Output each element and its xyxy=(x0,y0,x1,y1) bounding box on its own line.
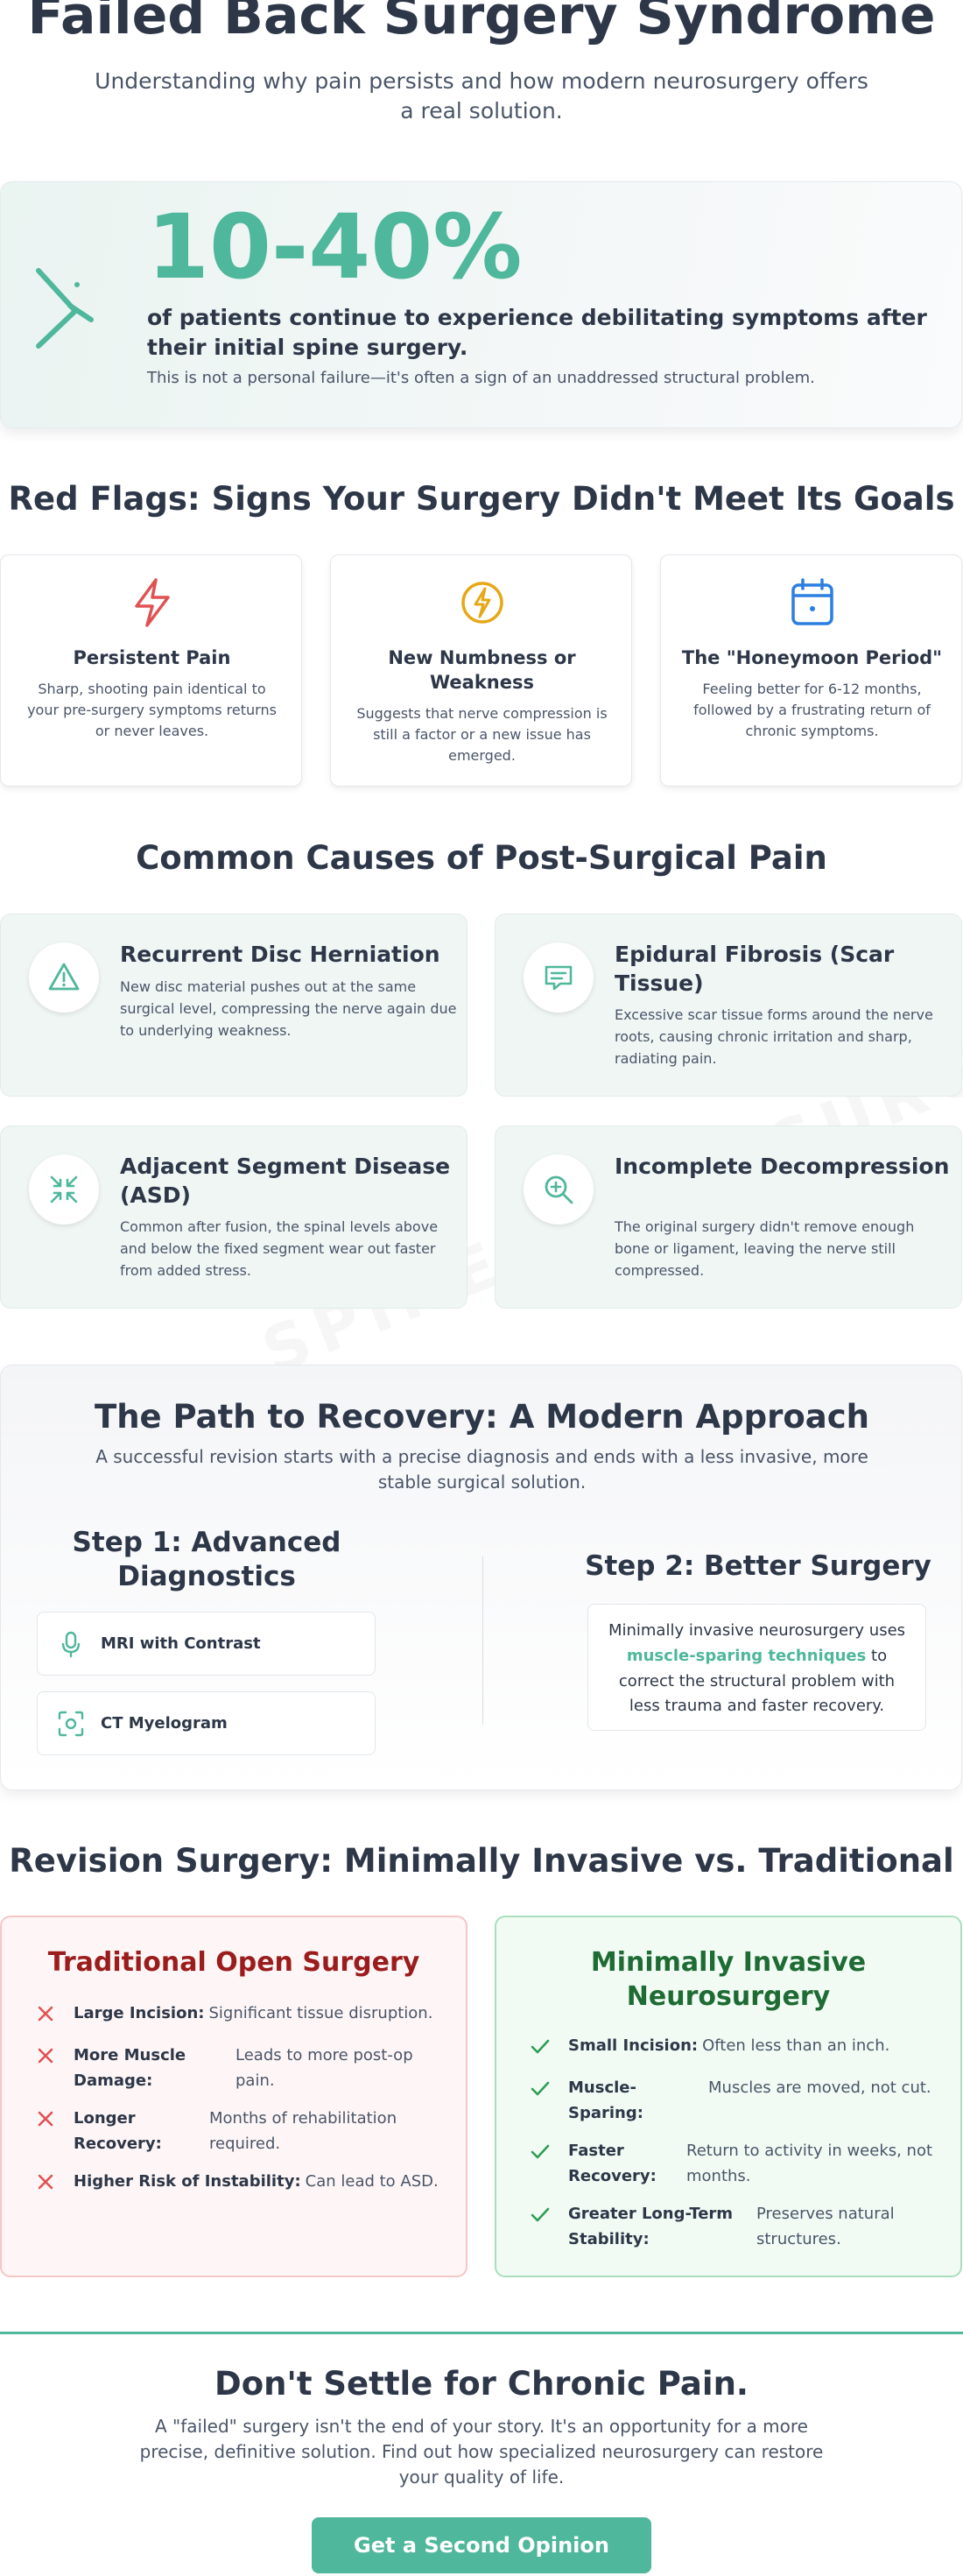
cause-card-recurrent-disc: Recurrent Disc Herniation New disc mater… xyxy=(0,914,467,1097)
flag-card-persistent-pain: Persistent Pain Sharp, shooting pain ide… xyxy=(0,554,302,787)
step1-title: Step 1: Advanced Diagnostics xyxy=(72,1527,341,1592)
item-value: Return to activity in weeks, not months. xyxy=(686,2142,933,2185)
check-icon xyxy=(531,2081,550,2096)
zoom-in-icon xyxy=(545,1175,573,1204)
x-icon xyxy=(38,2048,53,2064)
recovery-title: The Path to Recovery: A Modern Approach xyxy=(94,1398,870,1436)
diagnostic-label: CT Myelogram xyxy=(101,1714,228,1733)
comparison-title: Revision Surgery: Minimally Invasive vs.… xyxy=(9,1842,954,1880)
stat-card xyxy=(0,181,962,428)
cta-subtitle: A "failed" surgery isn't the end of your… xyxy=(139,2416,824,2488)
x-icon xyxy=(38,2111,53,2127)
item-value: Can lead to ASD. xyxy=(305,2172,439,2191)
compress-arrows-icon xyxy=(50,1175,78,1203)
item-key: Higher Risk of Instability: xyxy=(74,2172,301,2191)
cause-icon-wrap xyxy=(29,1154,99,1224)
flag-title: Persistent Pain xyxy=(73,647,231,668)
step2-text: Minimally invasive neurosurgery uses xyxy=(608,1621,906,1640)
cause-card-incomplete-decompression: Incomplete Decompression The original su… xyxy=(495,1126,962,1309)
traditional-surgery-card: Traditional Open Surgery Large Incision:… xyxy=(0,1916,467,2277)
item-value: Preserves natural structures. xyxy=(756,2205,895,2248)
cause-card-asd: Adjacent Segment Disease (ASD) Common af… xyxy=(0,1126,467,1309)
flag-desc: Sharp, shooting pain identical to your p… xyxy=(27,681,277,739)
item-key: Longer Recovery: xyxy=(74,2109,162,2153)
step2-title: Step 2: Better Surgery xyxy=(585,1550,931,1582)
traditional-title: Traditional Open Surgery xyxy=(47,1947,420,1978)
stat-number: 10-40% xyxy=(147,195,523,300)
microphone-icon xyxy=(61,1631,81,1658)
item-key: Faster Recovery: xyxy=(568,2142,657,2185)
cta-divider xyxy=(0,2332,963,2334)
causes-title: Common Causes of Post-Surgical Pain xyxy=(136,839,827,877)
cause-desc: The original surgery didn't remove enoug… xyxy=(615,1218,915,1279)
cta-title: Don't Settle for Chronic Pain. xyxy=(214,2365,749,2403)
minimally-invasive-card: Minimally Invasive Neurosurgery Small In… xyxy=(495,1916,962,2277)
diagnostic-label: MRI with Contrast xyxy=(101,1634,261,1653)
item-key: More Muscle Damage: xyxy=(74,2046,186,2090)
numbness-icon xyxy=(461,582,503,624)
x-icon xyxy=(38,2006,53,2022)
flag-desc: Feeling better for 6-12 months, followed… xyxy=(693,681,931,739)
diagnostic-mri: MRI with Contrast xyxy=(37,1612,376,1676)
message-icon xyxy=(545,965,573,991)
check-icon xyxy=(531,2144,550,2159)
item-value: Significant tissue disruption. xyxy=(208,2004,433,2022)
broken-spine-icon xyxy=(36,268,94,349)
check-icon xyxy=(531,2207,550,2222)
item-value: Often less than an inch. xyxy=(702,2036,890,2055)
cause-title: Incomplete Decompression xyxy=(615,1154,950,1179)
stat-headline: of patients continue to experience debil… xyxy=(147,305,927,360)
item-value: Months of rehabilitation required. xyxy=(209,2109,397,2153)
item-key: Greater Long-Term Stability: xyxy=(568,2205,734,2248)
cause-icon-wrap xyxy=(524,1154,594,1224)
warning-icon xyxy=(48,963,80,991)
flag-card-numbness: New Numbness or Weakness Suggests that n… xyxy=(330,554,632,787)
item-key: Small Incision: xyxy=(568,2036,699,2055)
item-key: Large Incision: xyxy=(74,2004,205,2022)
page-title: Failed Back Surgery Syndrome xyxy=(27,0,936,46)
item-key: Muscle-Sparing: xyxy=(568,2078,643,2122)
scan-icon xyxy=(58,1711,84,1737)
page-subtitle: Understanding why pain persists and how … xyxy=(95,68,868,124)
cause-icon-wrap xyxy=(29,942,99,1013)
x-icon xyxy=(38,2174,53,2190)
item-value: Leads to more post-op pain. xyxy=(235,2046,413,2090)
cause-card-epidural-fibrosis: Epidural Fibrosis (Scar Tissue) Excessiv… xyxy=(495,914,962,1097)
step2-box: Minimally invasive neurosurgery uses mus… xyxy=(587,1604,926,1731)
flag-title: New Numbness or Weakness xyxy=(388,647,576,694)
cause-desc: Excessive scar tissue forms around the n… xyxy=(615,1006,933,1067)
stat-note: This is not a personal failure—it's ofte… xyxy=(147,369,815,387)
cause-desc: New disc material pushes out at the same… xyxy=(120,978,457,1039)
cause-icon-wrap xyxy=(524,942,594,1013)
flag-card-honeymoon: The "Honeymoon Period" Feeling better fo… xyxy=(660,554,962,787)
step2-text-end: to correct the structural problem with l… xyxy=(618,1646,896,1716)
cause-title: Recurrent Disc Herniation xyxy=(120,942,440,967)
second-opinion-button[interactable]: Get a Second Opinion xyxy=(312,2517,651,2573)
recovery-subtitle: A successful revision starts with a prec… xyxy=(95,1446,868,1493)
recovery-section: The Path to Recovery: A Modern Approach … xyxy=(0,1365,962,1790)
cause-desc: Common after fusion, the spinal levels a… xyxy=(120,1218,439,1279)
red-flags-title: Red Flags: Signs Your Surgery Didn't Mee… xyxy=(8,480,955,518)
cause-title: Adjacent Segment Disease (ASD) xyxy=(120,1154,451,1208)
calendar-icon xyxy=(791,578,833,625)
step2-highlight: muscle-sparing techniques xyxy=(626,1646,867,1665)
flag-title: The "Honeymoon Period" xyxy=(681,647,943,668)
minimal-title: Minimally Invasive Neurosurgery xyxy=(590,1947,867,2012)
diagnostic-ct: CT Myelogram xyxy=(37,1691,376,1755)
flag-desc: Suggests that nerve compression is still… xyxy=(356,705,608,764)
step-divider xyxy=(482,1556,483,1725)
item-value: Muscles are moved, not cut. xyxy=(708,2078,931,2097)
check-icon xyxy=(531,2039,550,2054)
lightning-icon xyxy=(135,578,170,627)
cause-title: Epidural Fibrosis (Scar Tissue) xyxy=(615,942,895,996)
